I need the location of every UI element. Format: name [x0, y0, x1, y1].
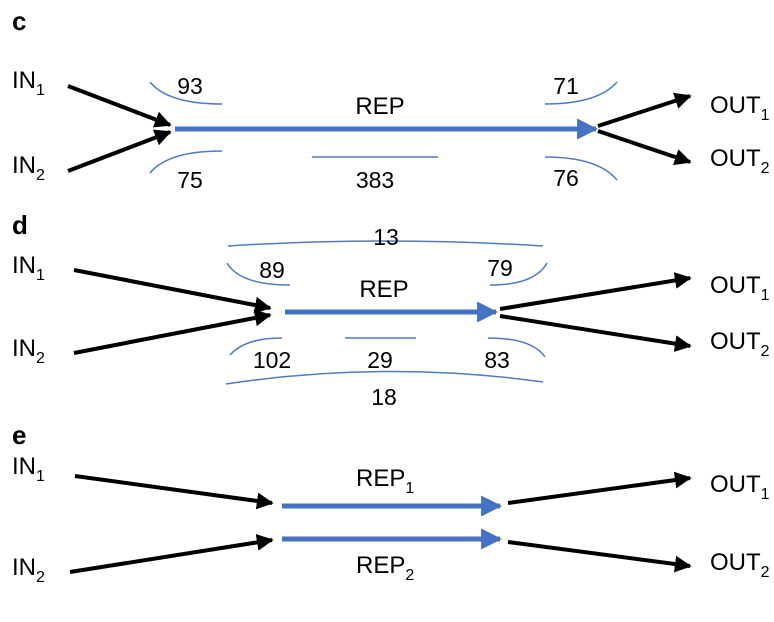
panel-c-letter: c: [12, 6, 26, 36]
panel-c-out2-label: OUT2: [710, 145, 770, 177]
panel-d-in1-label: IN1: [12, 252, 45, 284]
panel-d-out2-arrow: [499, 314, 692, 352]
panel-c-in2-label: IN2: [12, 152, 45, 184]
panel-c-count-rep: 383: [356, 167, 394, 193]
panel-e: e IN1 IN2 OUT1 OUT2 REP1 REP2: [12, 420, 770, 586]
panel-d-arc-rep-out1: [489, 262, 548, 286]
panel-c-arc-in1-rep: [149, 81, 223, 105]
panel-e-out1-arrow: [507, 471, 692, 505]
panel-d-arc-in2-rep: [229, 337, 283, 356]
panel-c-out1-arrow: [597, 92, 692, 128]
panel-e-in2-arrow: [69, 534, 274, 574]
panel-d-arc-bottom-span: [225, 370, 544, 385]
panel-d-out1-label: OUT1: [710, 272, 770, 304]
panel-e-rep1-label: REP1: [356, 465, 414, 497]
panel-d-in2-arrow: [73, 309, 272, 355]
panel-e-in1-label: IN1: [12, 453, 45, 485]
panel-d-letter: d: [12, 210, 28, 240]
panel-d-count-rep: 29: [367, 347, 393, 373]
panel-c-arc-rep-out2: [544, 156, 618, 181]
panel-d-in2-label: IN2: [12, 335, 45, 367]
panel-c-count-in1-rep: 93: [177, 73, 203, 99]
panel-e-in2-label: IN2: [12, 554, 45, 586]
panel-d-out1-arrow: [499, 272, 692, 311]
panel-d-count-rep-out2: 83: [484, 347, 510, 373]
panel-e-letter: e: [12, 420, 26, 450]
panel-d-arc-in1-rep: [226, 262, 291, 286]
panel-e-out2-arrow: [507, 540, 692, 573]
panel-d-count-top-span: 13: [373, 224, 399, 250]
panel-c-count-in2-rep: 75: [177, 167, 203, 193]
panel-e-in1-arrow: [74, 474, 274, 510]
panel-c-in1-label: IN1: [12, 67, 45, 99]
panel-d-rep-label: REP: [359, 276, 408, 303]
panel-d-count-bottom-span: 18: [371, 384, 397, 410]
panel-d-out2-label: OUT2: [710, 328, 770, 360]
panel-c: c IN1 IN2 OUT1 OUT2 REP 93 75 383 71 76: [12, 6, 770, 193]
panel-d-count-in1-rep: 89: [259, 257, 285, 283]
panel-c-rep-label: REP: [355, 93, 404, 120]
panel-c-in2-arrow: [67, 129, 172, 173]
panel-c-arc-in2-rep: [149, 150, 223, 174]
panel-e-out1-label: OUT1: [710, 471, 770, 503]
panel-d-in1-arrow: [73, 268, 272, 314]
panel-c-out1-label: OUT1: [710, 92, 770, 124]
panel-d-arc-top-span: [227, 240, 544, 247]
panel-c-in1-arrow: [67, 84, 172, 128]
panel-d: d IN1 IN2 OUT1 OUT2 REP 13 89 79 102 29 …: [12, 210, 770, 410]
panel-e-rep2-label: REP2: [356, 552, 414, 584]
panel-e-out2-label: OUT2: [710, 549, 770, 581]
panel-c-out2-arrow: [597, 129, 692, 166]
panel-d-arc-rep-out2: [487, 337, 546, 358]
panel-d-count-in2-rep: 102: [253, 347, 291, 373]
panel-c-arc-rep-out1: [544, 81, 618, 105]
panel-c-count-rep-out1: 71: [553, 73, 579, 99]
panel-c-count-rep-out2: 76: [553, 165, 579, 191]
panel-d-count-rep-out1: 79: [487, 255, 513, 281]
